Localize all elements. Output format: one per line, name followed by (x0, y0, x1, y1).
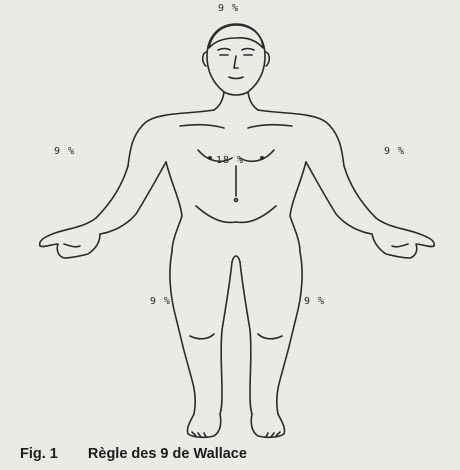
neck-right (214, 92, 224, 110)
leg-right-outer (170, 252, 195, 414)
chest-left (240, 150, 274, 161)
label-right-arm-percent: 9 % (54, 146, 75, 157)
eyebrow-left (242, 49, 254, 51)
navel (235, 199, 238, 202)
hair-outline (209, 25, 263, 48)
label-left-arm-percent: 9 % (384, 146, 405, 157)
label-right-leg-percent: 9 % (150, 296, 171, 307)
leg-left-inner (240, 262, 252, 414)
shoulder-left (258, 110, 344, 166)
figure-caption: Fig. 1 Règle des 9 de Wallace (20, 446, 247, 462)
arm-right-outer (58, 166, 128, 232)
thumb-left (392, 244, 408, 247)
eyebrow-right (218, 49, 230, 51)
crotch (232, 256, 240, 262)
groin-left (236, 206, 276, 222)
knee-right (190, 334, 214, 339)
clavicle-left (248, 125, 292, 128)
groin-right (196, 206, 236, 222)
arm-left-outer (344, 166, 414, 232)
knee-left (258, 334, 282, 339)
clavicle-right (180, 125, 224, 128)
shoulder-right (128, 110, 214, 166)
torso-side-right (166, 162, 182, 252)
nose (234, 56, 238, 68)
figure-number: Fig. 1 (20, 446, 58, 462)
nipple-right (209, 157, 211, 159)
leg-left-outer (277, 252, 302, 414)
caption-text: Règle des 9 de Wallace (88, 446, 247, 462)
label-head-percent: 9 % (218, 3, 239, 14)
leg-right-inner (220, 262, 232, 414)
torso-side-left (290, 162, 306, 252)
label-left-leg-percent: 9 % (304, 296, 325, 307)
label-trunk-percent: 18 % (216, 155, 244, 166)
nipple-left (261, 157, 263, 159)
arm-left-inner (306, 162, 372, 234)
mouth (229, 77, 243, 79)
thumb-right (64, 244, 80, 247)
arm-right-inner (100, 162, 166, 234)
neck-left (248, 92, 258, 110)
